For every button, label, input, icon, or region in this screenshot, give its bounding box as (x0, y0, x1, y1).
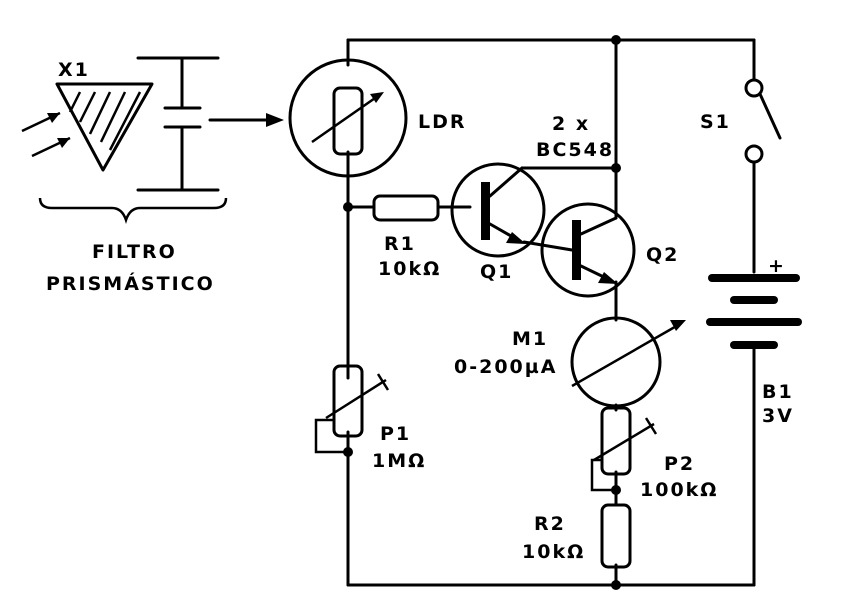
junction-dots (343, 35, 621, 590)
battery-plus-label: + (768, 255, 786, 277)
wires (346, 38, 756, 587)
incident-light-arrows (21, 111, 71, 158)
p2-value-label: 100kΩ (640, 479, 718, 501)
p1-value-label: 1MΩ (372, 450, 426, 472)
transistor-part-label: BC548 (536, 139, 614, 161)
transistor-q2 (522, 202, 636, 298)
ldr-label: LDR (418, 111, 467, 133)
filter-brace (38, 197, 228, 224)
p1-ref-label: P1 (380, 423, 411, 445)
prism-filter-x1 (55, 82, 154, 172)
b1-value-label: 3V (762, 405, 794, 427)
optical-lens-symbol (136, 56, 220, 192)
x1-label: X1 (58, 59, 90, 81)
b1-ref-label: B1 (762, 381, 794, 403)
r1-ref-label: R1 (384, 233, 416, 255)
transistor-q1 (450, 162, 546, 258)
meter-m1 (570, 316, 686, 408)
filter-caption-line1: FILTRO (92, 241, 177, 263)
potentiometer-p1 (314, 364, 390, 454)
s1-label: S1 (700, 111, 731, 133)
resistor-r2 (600, 503, 632, 569)
resistor-r1 (372, 194, 440, 222)
m1-value-label: 0-200µA (454, 356, 557, 378)
filter-caption-line2: PRISMÁSTICO (46, 272, 215, 295)
q1-label: Q1 (480, 261, 513, 283)
q2-label: Q2 (646, 244, 679, 266)
transistor-qty-label: 2 x (552, 113, 590, 135)
r2-value-label: 10kΩ (522, 541, 585, 563)
p2-ref-label: P2 (664, 453, 695, 475)
m1-ref-label: M1 (512, 328, 548, 350)
r1-value-label: 10kΩ (378, 258, 441, 280)
ldr-photoresistor (288, 58, 408, 178)
light-path-arrow (208, 113, 284, 127)
r2-ref-label: R2 (534, 513, 566, 535)
potentiometer-p2 (590, 406, 658, 492)
battery-b1 (706, 274, 802, 349)
switch-s1 (744, 78, 782, 164)
